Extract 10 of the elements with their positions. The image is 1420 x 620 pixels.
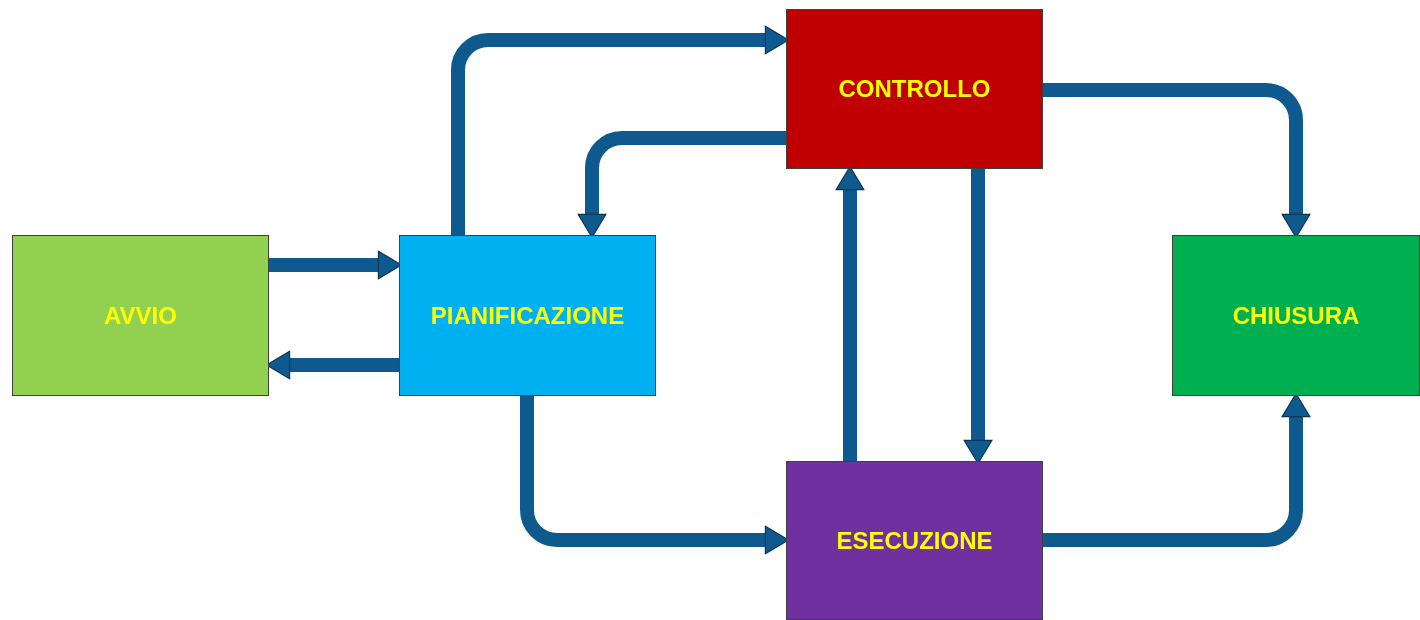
- box-label: AVVIO: [104, 301, 177, 330]
- box-label: ESECUZIONE: [836, 526, 993, 555]
- box-label: PIANIFICAZIONE: [430, 301, 625, 330]
- process-box: [1172, 235, 1420, 396]
- box-label: CONTROLLO: [838, 75, 991, 103]
- process-box: [786, 9, 1043, 169]
- process-box: [12, 235, 269, 396]
- box-label: CHIUSURA: [1232, 301, 1360, 330]
- process-box: [786, 461, 1043, 620]
- process-box: [399, 235, 656, 396]
